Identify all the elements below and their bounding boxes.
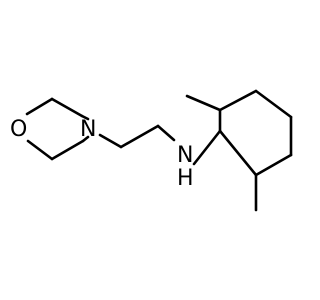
- bond-c5-c6: [218, 89, 258, 112]
- cyclohexane-ring: [185, 89, 293, 212]
- bond-ch2a-ch2b: [119, 124, 160, 149]
- morpholine-ring: [25, 97, 90, 161]
- bond-c3-c4: [50, 139, 85, 161]
- atom-labels: O N N H: [10, 117, 194, 191]
- structure-canvas: O N N H: [10, 89, 293, 212]
- ethyl-linker: [98, 124, 176, 149]
- bond-c4-o: [26, 139, 54, 161]
- bond-o-c1: [25, 97, 54, 116]
- bond-ch2b-nh: [156, 124, 176, 142]
- bond-c2-n: [80, 114, 90, 121]
- bond-c6-methyl: [185, 94, 222, 112]
- morpholine-nitrogen-label: N: [80, 117, 96, 142]
- bond-c2-c3: [254, 153, 293, 177]
- bond-n-ch2a: [98, 133, 123, 149]
- bond-c1-c2: [218, 129, 258, 177]
- bond-c4-c5: [254, 89, 293, 119]
- molecule-structure: O N N H: [10, 89, 293, 212]
- oxygen-atom-label: O: [10, 117, 27, 142]
- amine-hydrogen-label: H: [177, 166, 194, 191]
- bond-nh-c1: [192, 129, 222, 166]
- bond-c1-c2: [50, 97, 84, 118]
- amine-nitrogen-label: N: [177, 143, 193, 168]
